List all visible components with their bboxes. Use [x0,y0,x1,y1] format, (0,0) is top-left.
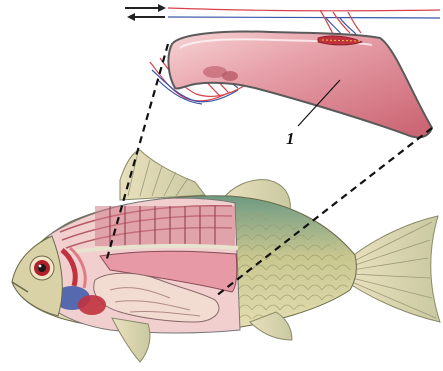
swim-bladder-detail [168,32,432,138]
flow-arrows [125,4,166,21]
organ-label-1: 1 [286,129,295,148]
fish-illustration [12,150,440,362]
